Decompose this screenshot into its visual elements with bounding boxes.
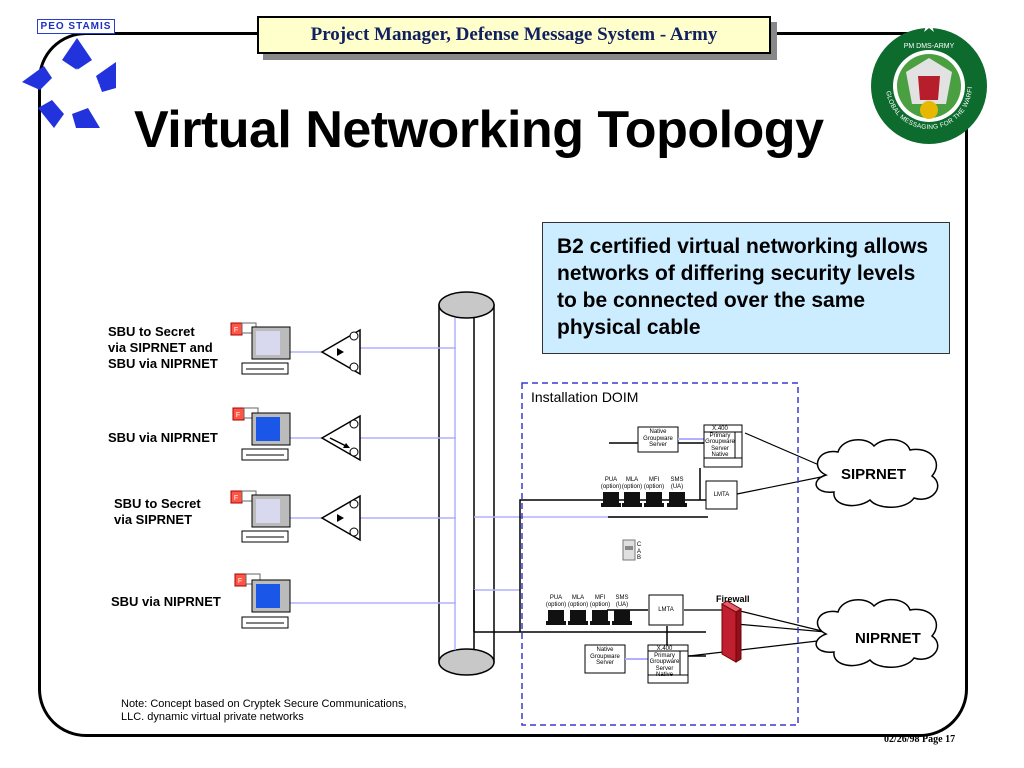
footnote: Note: Concept based on Cryptek Secure Co… [121,698,407,723]
upper-native-server-box [637,426,679,453]
upper-client-pua: PUA(option) [600,477,622,490]
upper-x400-label: X.400 Primary Groupware Server Native [705,426,735,458]
workstation-2-label: SBU via NIPRNET [108,430,218,445]
lower-x400-label: X.400 Primary Groupware Server Native [649,646,680,678]
seal-top-text: PM DMS-ARMY [904,43,955,50]
workstation-1: F [230,322,291,375]
siprnet-label: SIPRNET [841,466,907,483]
workstation-3-label: SBU to Secret via SIPRNET [114,496,201,527]
niprnet-cloud-icon [815,598,939,668]
network-uplinks [684,432,827,657]
workstation-2: F [232,407,291,461]
upper-lmta-box [705,480,738,510]
lower-client-sms: SMS(UA) [615,595,629,608]
cab-unit-icon [622,539,636,561]
lower-native-server-box [584,644,626,674]
access-controller-3 [320,494,361,542]
lower-client-mfi: MFI(option) [589,595,611,608]
svg-text:F: F [236,412,240,419]
cab-label: C A B [636,542,642,561]
access-controllers [320,328,361,542]
peo-star-logo-icon [22,38,116,128]
installation-doim-label: Installation DOIM [531,389,639,405]
firewall-label: Firewall [716,594,750,604]
upper-client-mfi: MFI(option) [643,477,665,490]
lower-lmta-box [648,594,684,626]
pm-dms-army-seal-icon: PM DMS-ARMY GLOBAL MESSAGING FOR THE WAR… [866,14,987,144]
upper-client-terminals [601,492,687,507]
access-controller-1 [320,328,361,376]
workstation-4-label: SBU via NIPRNET [111,594,221,609]
upper-client-mla: MLA(option) [621,477,643,490]
lower-client-pua: PUA(option) [545,595,567,608]
lower-client-terminals [546,610,632,625]
shared-cable-cylinder [438,291,495,676]
lower-lmta-label: LMTA [658,607,674,613]
access-controller-2 [320,414,361,462]
lower-native-server-label: Native Groupware Server [590,647,620,666]
upper-native-server-label: Native Groupware Server [643,429,673,448]
workstation-4: F [234,573,291,629]
page-footer: 02/26/98 Page 17 [884,734,956,745]
svg-text:F: F [234,327,238,334]
workstation-3: F [230,490,291,543]
svg-text:F: F [238,578,242,585]
callout-box: B2 certified virtual networking allows n… [542,222,950,354]
installation-doim-boundary [521,382,799,726]
upper-lmta-label: LMTA [713,492,730,498]
lower-client-mla: MLA(option) [567,595,589,608]
firewall-icon [721,600,742,663]
workstation-1-label: SBU to Secret via SIPRNET and SBU via NI… [108,324,218,371]
niprnet-label: NIPRNET [855,630,921,647]
header-banner: Project Manager, Defense Message System … [257,16,771,54]
upper-client-sms: SMS(UA) [670,477,684,490]
page-title: Virtual Networking Topology [134,101,824,159]
org-label: PEO STAMIS [37,19,115,34]
svg-text:F: F [234,495,238,502]
siprnet-cloud-icon [815,438,939,508]
